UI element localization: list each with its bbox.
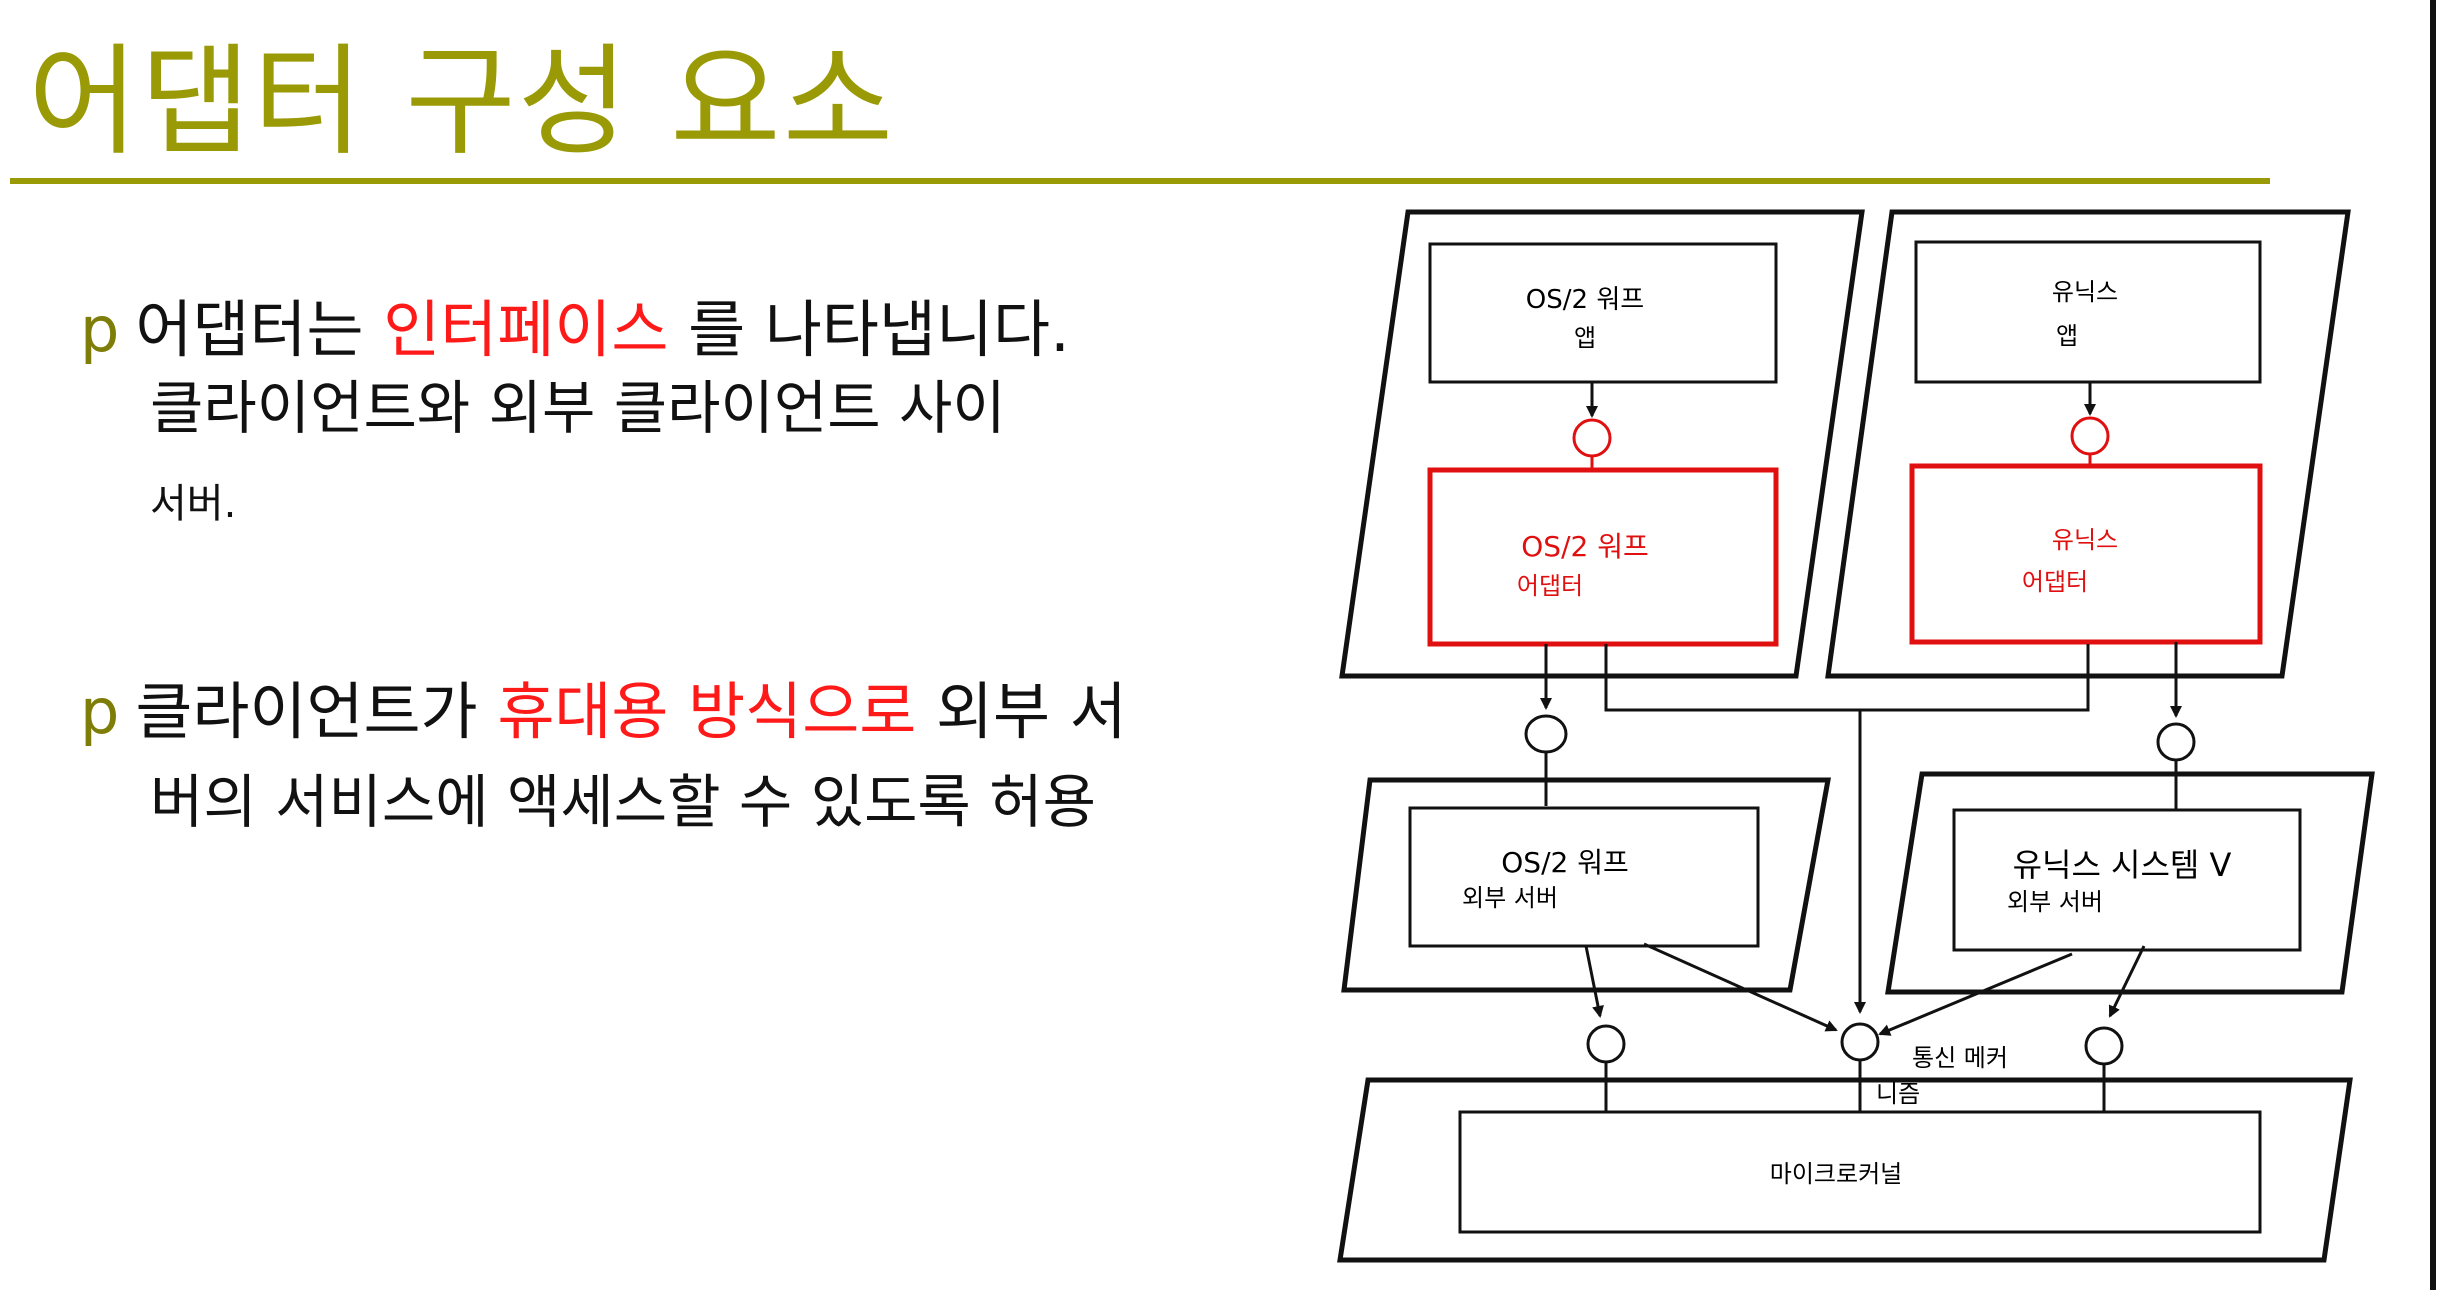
unix-server-sublabel: 외부 서버: [2007, 888, 2103, 916]
os2-server-down-arrow: [1584, 945, 1604, 1018]
os2-app-label: OS/2 워프: [1526, 285, 1644, 315]
microkernel-label: 마이크로커널: [1770, 1160, 1902, 1188]
os2-adapter-sublabel: 어댑터: [1517, 572, 1583, 600]
os2-server-interface-icon: [1524, 714, 1568, 754]
os2-adapter-interface-icon: [1572, 418, 1612, 458]
unix-app-box: [1914, 240, 2262, 384]
unix-kernel-interface-icon: [2084, 1026, 2124, 1066]
microkernel-box: [1458, 1110, 2262, 1234]
unix-server-down-arrow: [2108, 945, 2146, 1018]
unix-adapter-sublabel: 어댑터: [2022, 568, 2088, 596]
bullet-1-highlight: 인터페이스: [383, 293, 669, 366]
bullet-1-text-before: 어댑터는: [135, 293, 384, 366]
adapter-link-line: [1604, 644, 2090, 712]
unix-adapter-box: [1909, 463, 2263, 645]
bullet-1-line-3: 서버.: [150, 481, 237, 527]
os2-server-sublabel: 외부 서버: [1462, 884, 1558, 912]
comm-mechanism-label: 통신 메커: [1912, 1044, 2008, 1072]
unix-server-label: 유닉스 시스템 V: [2013, 846, 2232, 884]
unix-host-frame: [1825, 209, 2351, 679]
bullet-2-highlight: 휴대용 방식으로: [497, 675, 917, 748]
unix-app-sublabel: 앱: [2056, 322, 2078, 350]
comm-mechanism-label-cont: 니즘: [1876, 1080, 1920, 1108]
bullet-marker: p: [80, 675, 120, 748]
slide-edge-line: [2430, 0, 2436, 1290]
unix-adapter-interface-icon: [2070, 416, 2110, 456]
bullet-1-line-2: 클라이언트와 외부 클라이언트 사이: [150, 374, 1006, 442]
bullet-1-text-after: 를 나타냅니다.: [668, 293, 1070, 366]
unix-app-label: 유닉스: [2052, 278, 2118, 306]
page-title: 어댑터 구성 요소: [28, 33, 896, 172]
os2-server-box: [1408, 806, 1760, 948]
os2-kernel-interface-icon: [1586, 1024, 1626, 1064]
os2-app-sublabel: 앱: [1574, 324, 1596, 352]
os2-adapter-label: OS/2 워프: [1521, 530, 1648, 563]
os2-host-frame: [1339, 209, 1865, 679]
bullet-2-text-after: 외부 서: [916, 675, 1127, 748]
bullet-2-line-2: 버의 서비스에 액세스할 수 있도록 허용: [150, 768, 1096, 836]
os2-server-label: OS/2 워프: [1501, 846, 1628, 879]
os2-server-frame: [1341, 777, 1831, 993]
unix-server-interface-icon: [2156, 722, 2196, 762]
os2-adapter-box: [1427, 467, 1779, 647]
unix-server-frame: [1885, 771, 2375, 995]
os2-server-to-comm-arrow: [1643, 942, 1838, 1032]
kernel-frame: [1337, 1077, 2353, 1263]
bullet-2-text-before: 클라이언트가: [135, 675, 498, 748]
unix-server-box: [1952, 808, 2302, 952]
comm-mechanism-interface-icon: [1840, 1022, 1880, 1062]
unix-adapter-label: 유닉스: [2052, 526, 2118, 554]
bullet-marker: p: [80, 293, 120, 366]
title-underline: [10, 178, 2270, 184]
unix-server-to-comm-arrow: [1878, 952, 2073, 1036]
os2-app-box: [1428, 242, 1778, 384]
